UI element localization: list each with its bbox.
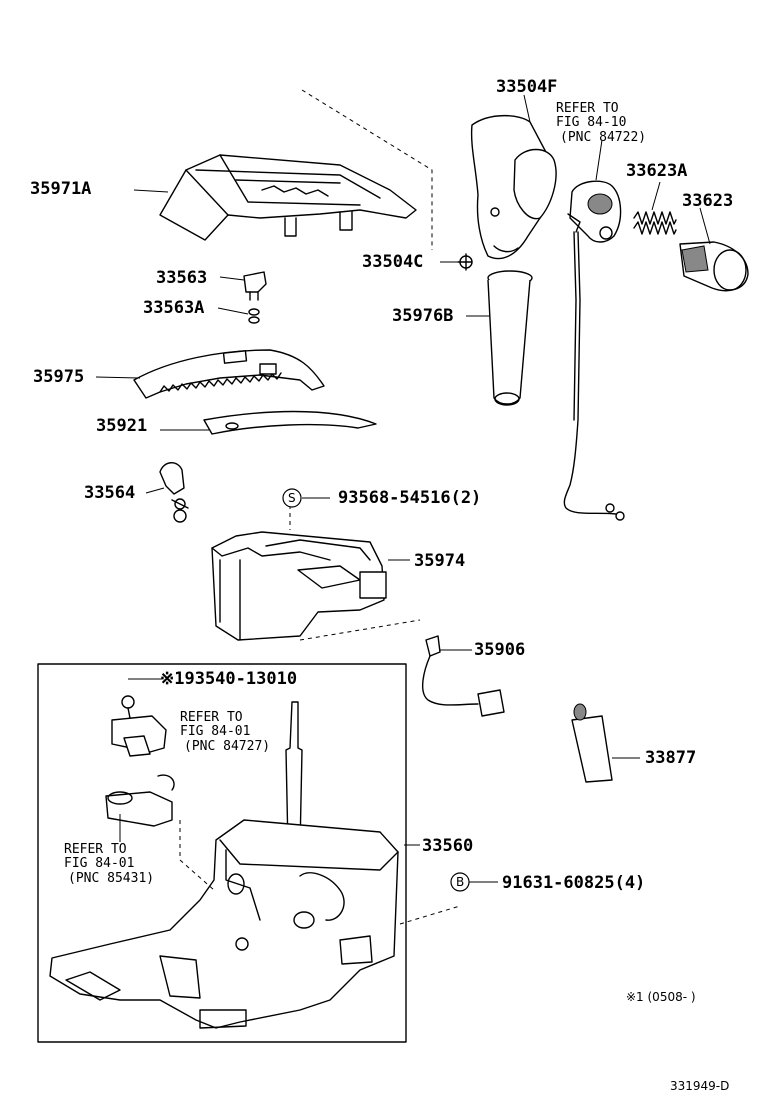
- label-33563: 33563: [156, 268, 207, 288]
- label-35971A: 35971A: [30, 179, 91, 199]
- refer-fig-84-01b-line1: REFER TO: [64, 842, 127, 857]
- refer-fig-84-10-line3: (PNC 84722): [560, 130, 646, 145]
- socket-33564: [159, 462, 189, 523]
- indicator-housing-part: [159, 154, 417, 241]
- refer-fig-84-01a-line3: (PNC 84727): [184, 739, 270, 754]
- knob-switch-wire: [563, 231, 625, 521]
- label-33563A: 33563A: [143, 298, 204, 318]
- label-33560: 33560: [422, 836, 473, 856]
- label-35975: 35975: [33, 367, 84, 387]
- label-93568-54516: 93568-54516(2): [338, 488, 481, 508]
- refer-fig-84-10-line2: FIG 84-10: [556, 115, 626, 130]
- bracket-35974: [211, 531, 387, 641]
- label-33564: 33564: [84, 483, 135, 503]
- label-35976B: 35976B: [392, 306, 453, 326]
- screw-33504C: [457, 253, 473, 271]
- refer-fig-84-10-line1: REFER TO: [556, 101, 619, 116]
- wire-35906: [421, 635, 505, 717]
- label-sheet-33877: [571, 703, 613, 783]
- spring-33623A: [633, 211, 677, 235]
- figure-id: 331949-D: [670, 1079, 729, 1093]
- dash-leader-housing: [301, 89, 433, 250]
- knob-button-part: [567, 180, 622, 243]
- label-193540-13010: ※193540-13010: [160, 669, 297, 689]
- label-33504C: 33504C: [362, 252, 423, 272]
- b-marker-letter: B: [456, 875, 464, 889]
- refer-fig-84-01b-line2: FIG 84-01: [64, 856, 134, 871]
- dash-leaders-assembly: [179, 820, 461, 925]
- refer-fig-84-01a-line2: FIG 84-01: [180, 724, 250, 739]
- label-35974: 35974: [414, 551, 465, 571]
- slide-plate-part: [133, 349, 325, 399]
- shift-lever-assembly: [49, 701, 399, 1029]
- switch-85431: [105, 774, 175, 827]
- label-33623: 33623: [682, 191, 733, 211]
- label-35906: 35906: [474, 640, 525, 660]
- leader-lines: [95, 94, 711, 883]
- clip-33563A: [248, 308, 260, 324]
- button-33623: [679, 241, 749, 292]
- label-33877: 33877: [645, 748, 696, 768]
- clip-33563: [243, 271, 267, 301]
- label-33623A: 33623A: [626, 161, 687, 181]
- assembly-frame: [37, 663, 407, 1043]
- s-marker-circle: [282, 488, 302, 508]
- refer-fig-84-01b-line3: (PNC 85431): [68, 871, 154, 886]
- label-35921: 35921: [96, 416, 147, 436]
- label-33504F: 33504F: [496, 77, 557, 97]
- solenoid-84727: [111, 695, 167, 757]
- label-91631-60825: 91631-60825(4): [502, 873, 645, 893]
- b-marker-circle: [450, 872, 470, 892]
- footnote-note: ※1 (0508- ): [626, 990, 696, 1004]
- plate-35921: [203, 410, 377, 435]
- lever-boot-part: [487, 270, 533, 406]
- refer-fig-84-01a-line1: REFER TO: [180, 710, 243, 725]
- s-marker-letter: S: [288, 491, 296, 505]
- shift-knob-part: [470, 114, 557, 260]
